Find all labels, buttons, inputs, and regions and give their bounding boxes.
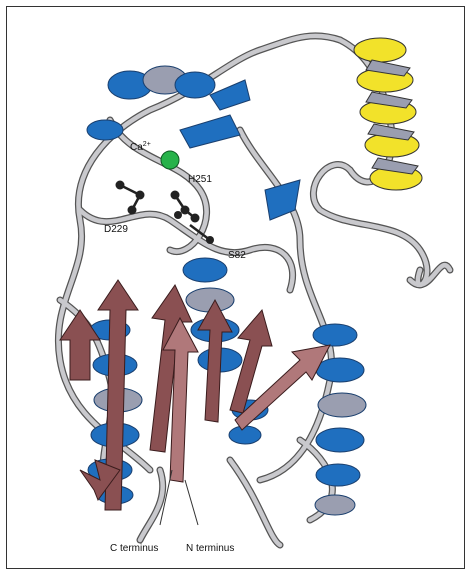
label-n-terminus: N terminus [186,543,234,554]
label-s82: S82 [228,250,246,261]
n-terminus-pointer [185,480,198,525]
label-h251: H251 [188,174,212,185]
label-d229: D229 [104,224,128,235]
calcium-ion [161,151,179,169]
label-c-terminus: C terminus [110,543,158,554]
